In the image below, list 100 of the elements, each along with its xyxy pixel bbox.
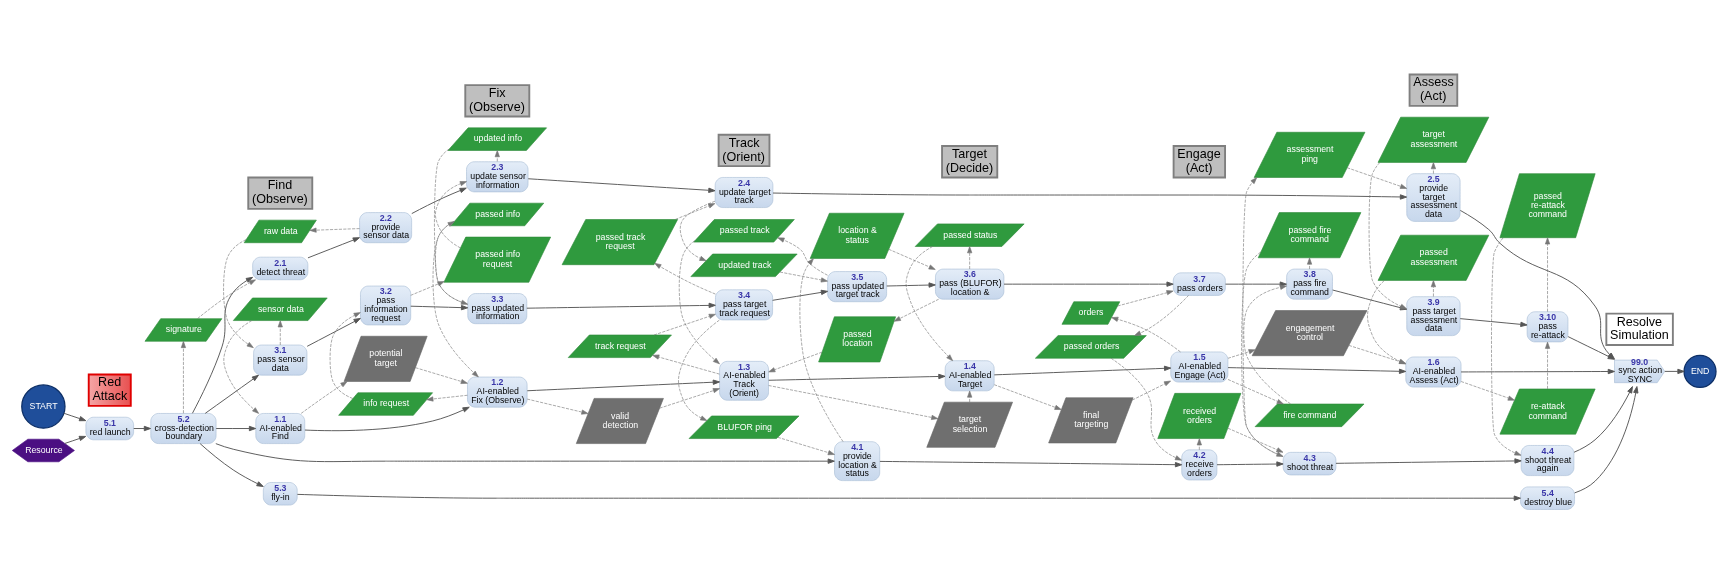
arrow xyxy=(653,313,716,336)
arrow xyxy=(223,239,254,348)
arrow xyxy=(432,221,479,378)
node-box: 4.4 shoot threat again xyxy=(1520,445,1575,476)
arrow xyxy=(307,237,360,259)
node-box: 2.1 detect threat xyxy=(252,256,309,281)
arrow xyxy=(772,192,1408,200)
node-box: 3.8 pass fire command xyxy=(1286,268,1333,300)
node-box: 3.9 pass target assessment data xyxy=(1406,296,1461,336)
node-box: 3.5 pass updated target track xyxy=(827,271,887,303)
arrow xyxy=(779,271,828,283)
arrow xyxy=(1545,341,1551,390)
arrow xyxy=(1003,281,1174,287)
node-box: Target (Decide) xyxy=(941,145,999,179)
arrow xyxy=(296,493,1521,501)
arrow xyxy=(1243,284,1291,405)
node-box: 2.4 update target track xyxy=(714,177,774,208)
arrow xyxy=(435,181,467,249)
node-box: Track (Orient) xyxy=(717,133,771,168)
arrow xyxy=(215,425,257,432)
arrow xyxy=(652,354,720,375)
arrow xyxy=(527,178,716,193)
node-box: Resolve Simulation xyxy=(1605,312,1674,346)
node-box: 3.1 pass sensor data xyxy=(253,344,308,376)
arrow xyxy=(1430,280,1436,297)
arrow xyxy=(1134,295,1189,336)
arrow xyxy=(654,263,716,295)
arrow xyxy=(679,200,716,262)
node-circle: START xyxy=(21,384,66,429)
arrow xyxy=(204,374,259,414)
arrow xyxy=(215,443,835,464)
arrow xyxy=(886,282,936,288)
arrow xyxy=(768,351,823,373)
node-box: 1.4 AI-enabled Target xyxy=(944,360,995,392)
node-box: 5.4 destroy blue xyxy=(1520,486,1575,510)
arrow xyxy=(888,248,936,270)
node-box: 3.2 pass information request xyxy=(360,285,412,326)
arrow xyxy=(304,406,470,432)
arrow xyxy=(1430,162,1436,174)
arrow xyxy=(411,187,467,215)
arrow xyxy=(1459,318,1528,328)
node-circle: END xyxy=(1683,354,1717,388)
arrow xyxy=(967,390,973,403)
arrow xyxy=(223,320,259,414)
arrow xyxy=(905,246,954,362)
node-box: 3.3 pass updated information xyxy=(467,293,528,324)
node-box: 3.10 pass re-attack xyxy=(1526,311,1569,343)
node-box: 1.1 AI-enabled Find xyxy=(255,413,306,444)
arrow xyxy=(1460,368,1615,375)
arrow xyxy=(893,298,939,322)
arrow xyxy=(1573,386,1633,453)
arrow xyxy=(1227,379,1284,405)
arrow xyxy=(675,203,716,220)
arrow xyxy=(277,320,283,346)
arrow xyxy=(1545,237,1551,312)
arrow xyxy=(1574,386,1639,494)
arrow xyxy=(197,279,256,319)
arrow xyxy=(993,384,1062,410)
node-box: 2.2 provide sensor data xyxy=(359,212,412,244)
node-box: 3.7 pass orders xyxy=(1172,272,1226,296)
arrow xyxy=(678,319,720,421)
node-box: 3.6 pass (BLUFOR) location & xyxy=(935,268,1005,300)
arrow xyxy=(768,385,939,420)
arrow xyxy=(1567,336,1615,360)
node-box: 1.2 AI-enabled Fix (Observe) xyxy=(467,376,528,408)
node-box: Fix (Observe) xyxy=(464,84,531,118)
arrow xyxy=(434,148,468,305)
arrow xyxy=(1110,358,1182,461)
node-box: Engage (Act) xyxy=(1172,145,1226,179)
arrow xyxy=(1241,251,1284,457)
arrow xyxy=(1664,368,1685,375)
arrow xyxy=(410,304,469,311)
node-box: 3.4 pass target track request xyxy=(715,289,773,321)
arrow xyxy=(494,150,500,162)
arrow xyxy=(415,367,468,384)
node-box: 5.2 cross-detection boundary xyxy=(150,413,217,444)
arrow xyxy=(1460,381,1515,401)
arrow xyxy=(306,317,361,347)
arrow xyxy=(879,460,1183,468)
node-box: 4.1 provide location & status xyxy=(834,441,881,481)
arrow xyxy=(993,365,1172,376)
arrow xyxy=(799,258,844,442)
arrow xyxy=(1111,316,1181,353)
node-box: 1.3 AI-enabled Track (Orient) xyxy=(719,361,769,401)
arrow xyxy=(1242,177,1284,457)
arrow xyxy=(1227,367,1407,374)
arrow xyxy=(1196,438,1202,451)
node-box: 2.5 provide target assessment data xyxy=(1406,173,1461,222)
arrow xyxy=(526,302,716,309)
arrow xyxy=(426,394,468,402)
arrow xyxy=(1347,167,1407,189)
arrow xyxy=(678,240,720,365)
arrow xyxy=(180,341,186,414)
node-box: 4.3 shoot threat xyxy=(1282,452,1337,476)
arrow xyxy=(967,246,973,270)
node-box: Red Attack xyxy=(87,373,132,407)
arrow xyxy=(191,276,254,414)
arrow xyxy=(659,388,720,409)
arrow xyxy=(768,373,946,381)
node-box: 2.3 update sensor information xyxy=(466,161,529,193)
